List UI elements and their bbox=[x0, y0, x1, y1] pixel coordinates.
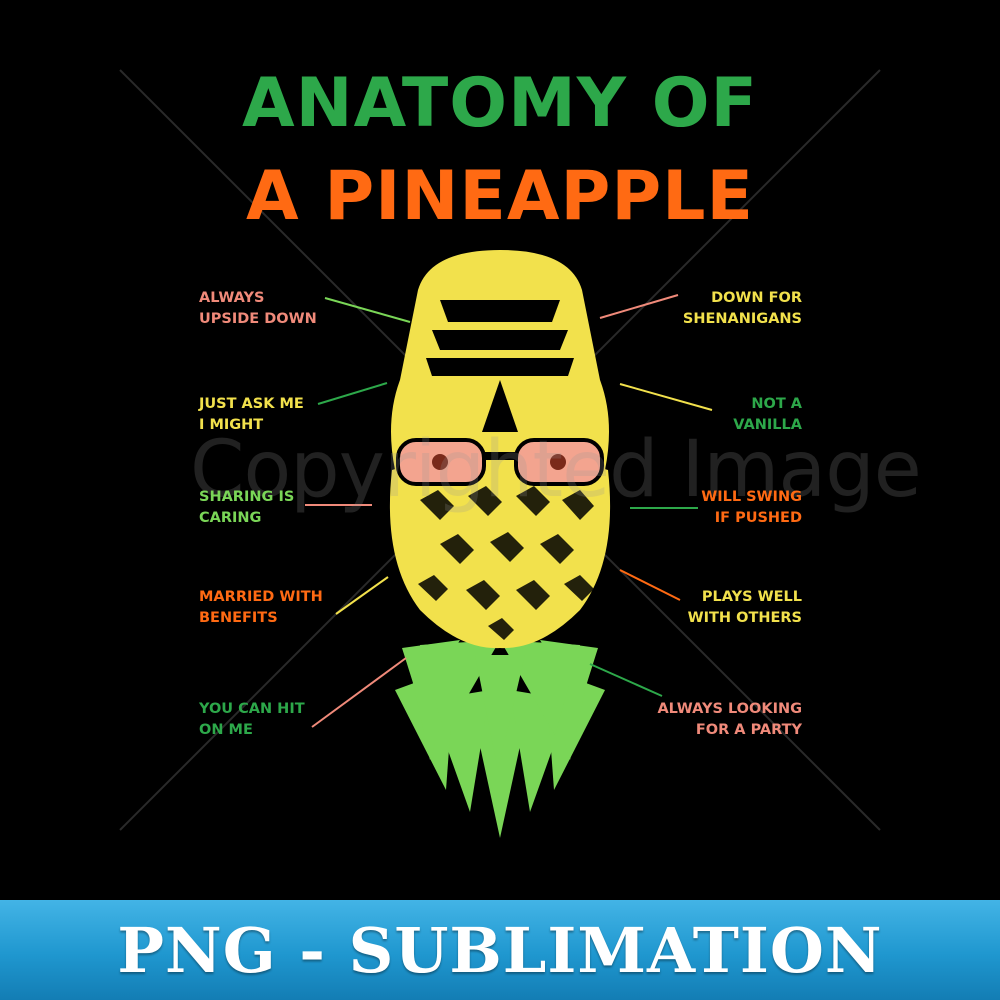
label-always-looking: ALWAYS LOOKING FOR A PARTY bbox=[657, 701, 802, 738]
sunglasses bbox=[396, 438, 604, 486]
label-not-a-vanilla: NOT A VANILLA bbox=[733, 396, 802, 433]
label-will-swing: WILL SWING IF PUSHED bbox=[701, 489, 802, 526]
pineapple-illustration bbox=[119, 69, 881, 838]
label-sharing-is-caring: SHARING IS CARING bbox=[199, 489, 295, 526]
label-down-for-shenanigans: DOWN FOR SHENANIGANS bbox=[682, 290, 802, 327]
skull-head bbox=[391, 250, 609, 486]
pineapple-body bbox=[389, 457, 611, 649]
label-married-with-benefits: MARRIED WITH BENEFITS bbox=[199, 589, 323, 626]
label-plays-well: PLAYS WELL WITH OTHERS bbox=[687, 589, 802, 626]
poster: Copyrighted Image ANATOMY OF A PINEAPPLE… bbox=[119, 64, 922, 838]
leader-lines bbox=[305, 294, 713, 728]
label-just-ask-me: JUST ASK ME I MIGHT bbox=[199, 396, 304, 433]
title-line-1: ANATOMY OF bbox=[242, 64, 758, 143]
sublimation-banner: PNG - SUBLIMATION bbox=[0, 900, 1000, 1000]
label-always-upside-down: ALWAYS UPSIDE DOWN bbox=[199, 290, 317, 327]
title-line-2: A PINEAPPLE bbox=[246, 157, 754, 236]
pineapple-crown bbox=[395, 640, 605, 838]
banner-text: PNG - SUBLIMATION bbox=[117, 913, 883, 987]
label-you-can-hit-on-me: YOU CAN HIT ON ME bbox=[199, 701, 305, 738]
